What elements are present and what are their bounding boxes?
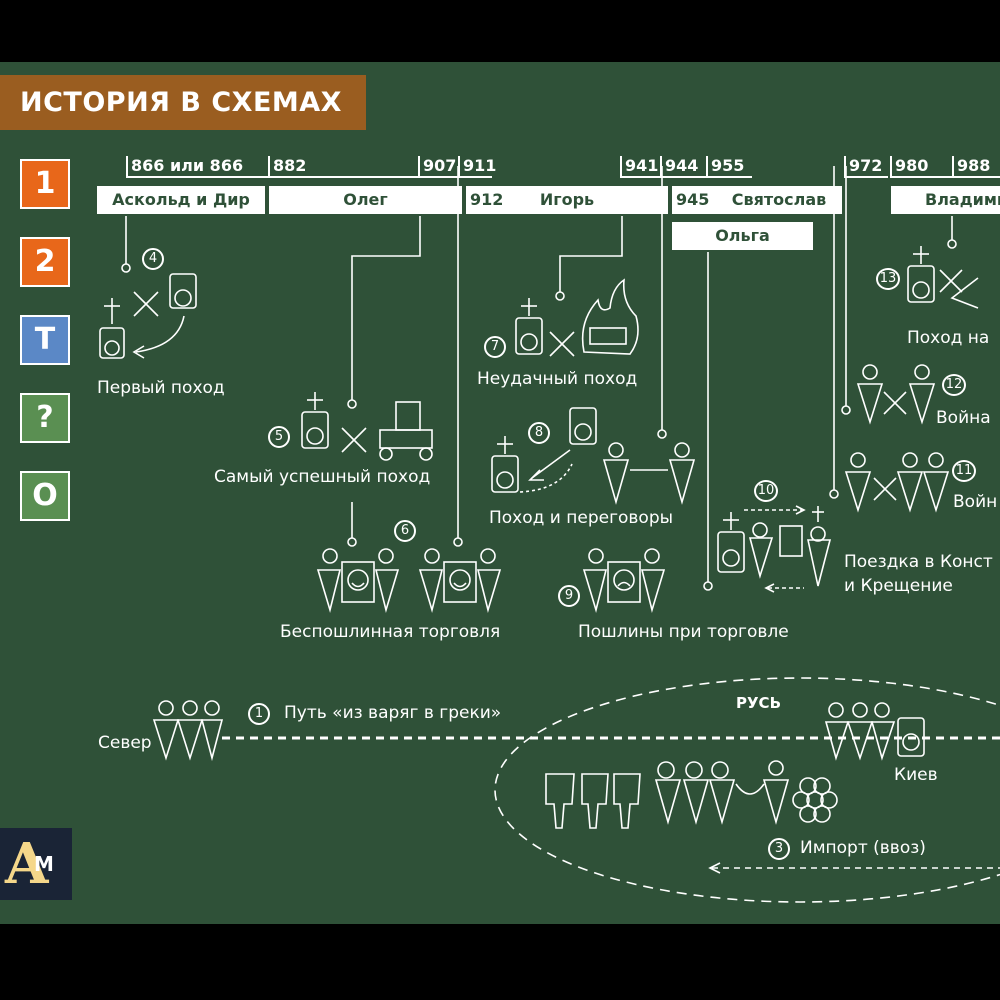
- route-number: 1: [248, 703, 270, 725]
- side-button-answer[interactable]: О: [20, 471, 70, 521]
- event11-icons: [844, 452, 950, 513]
- event6-icons: [316, 548, 502, 614]
- side-button-question[interactable]: ?: [20, 393, 70, 443]
- event-10-number: 10: [754, 480, 778, 502]
- import-label: Импорт (ввоз): [800, 838, 926, 858]
- north-label: Север: [98, 733, 152, 753]
- logo-letter-m: М: [34, 852, 54, 876]
- event-13-number: 13: [876, 268, 900, 290]
- event5-icons: [301, 392, 433, 461]
- ruler-igor: 912 Игорь: [466, 186, 668, 214]
- event-13-label: Поход на: [907, 328, 990, 348]
- event-11-number: 11: [952, 460, 976, 482]
- event-12-label: Война: [936, 408, 991, 428]
- ruler-askold-dir: Аскольд и Дир: [97, 186, 265, 214]
- date-941: 941: [620, 156, 660, 178]
- event12-icons: [856, 364, 936, 425]
- side-button-theory[interactable]: Т: [20, 315, 70, 365]
- ruler-igor-label: Игорь: [539, 190, 595, 209]
- event-11-label: Войн: [953, 492, 998, 512]
- event7-icons: [515, 278, 639, 357]
- date-972: 972: [844, 156, 888, 178]
- date-907: 907: [418, 156, 458, 178]
- event9-icons: [582, 548, 666, 614]
- event-10-label-line1: Поездка в Конст: [844, 552, 993, 572]
- event-8-number: 8: [528, 422, 550, 444]
- event-4-label: Первый поход: [97, 378, 225, 398]
- event-9-number: 9: [558, 585, 580, 607]
- trade-icons: [152, 700, 925, 829]
- date-988: 988: [952, 156, 1000, 178]
- date-866: 866 или 866: [126, 156, 268, 178]
- diagram-drawing: [99, 166, 1000, 903]
- date-882: 882: [268, 156, 418, 178]
- ruler-svyatoslav: 945 Святослав: [672, 186, 842, 214]
- date-944: 944: [660, 156, 706, 178]
- event-8-label: Поход и переговоры: [489, 508, 674, 528]
- date-911: 911: [458, 156, 496, 178]
- date-955: 955: [706, 156, 752, 178]
- event-5-label: Самый успешный поход: [214, 467, 431, 487]
- ruler-olga: Ольга: [672, 222, 813, 250]
- side-button-2[interactable]: 2: [20, 237, 70, 287]
- event10-icons: [717, 505, 832, 593]
- event-6-number: 6: [394, 520, 416, 542]
- route-label: Путь «из варяг в греки»: [284, 703, 502, 723]
- event-7-number: 7: [484, 336, 506, 358]
- event-9-label: Пошлины при торговле: [578, 622, 789, 642]
- event-4-number: 4: [142, 248, 164, 270]
- rus-label: РУСЬ: [736, 694, 781, 712]
- date-945: 945: [676, 190, 710, 209]
- event-10-label-line2: и Крещение: [844, 576, 953, 596]
- ruler-oleg: Олег: [269, 186, 462, 214]
- ruler-vladimir: Владими: [891, 186, 1000, 214]
- ruler-svyatoslav-label: Святослав: [731, 190, 827, 209]
- kiev-label: Киев: [894, 765, 938, 785]
- side-button-1[interactable]: 1: [20, 159, 70, 209]
- event-12-number: 12: [942, 374, 966, 396]
- event8-icons: [491, 407, 696, 505]
- event4-icons: [99, 273, 197, 359]
- brand-logo: А М: [0, 828, 72, 900]
- event13-icons: [907, 246, 979, 309]
- event-6-label: Беспошлинная торговля: [280, 622, 501, 642]
- date-912: 912: [470, 190, 504, 209]
- date-980: 980: [890, 156, 952, 178]
- event-7-label: Неудачный поход: [477, 369, 638, 389]
- page-title: ИСТОРИЯ В СХЕМАХ: [0, 75, 366, 130]
- logo-letter-a: А: [4, 831, 50, 897]
- import-number: 3: [768, 838, 790, 860]
- event-5-number: 5: [268, 426, 290, 448]
- history-board: ИСТОРИЯ В СХЕМАХ 1 2 Т ? О 866 или 866 8…: [0, 62, 1000, 924]
